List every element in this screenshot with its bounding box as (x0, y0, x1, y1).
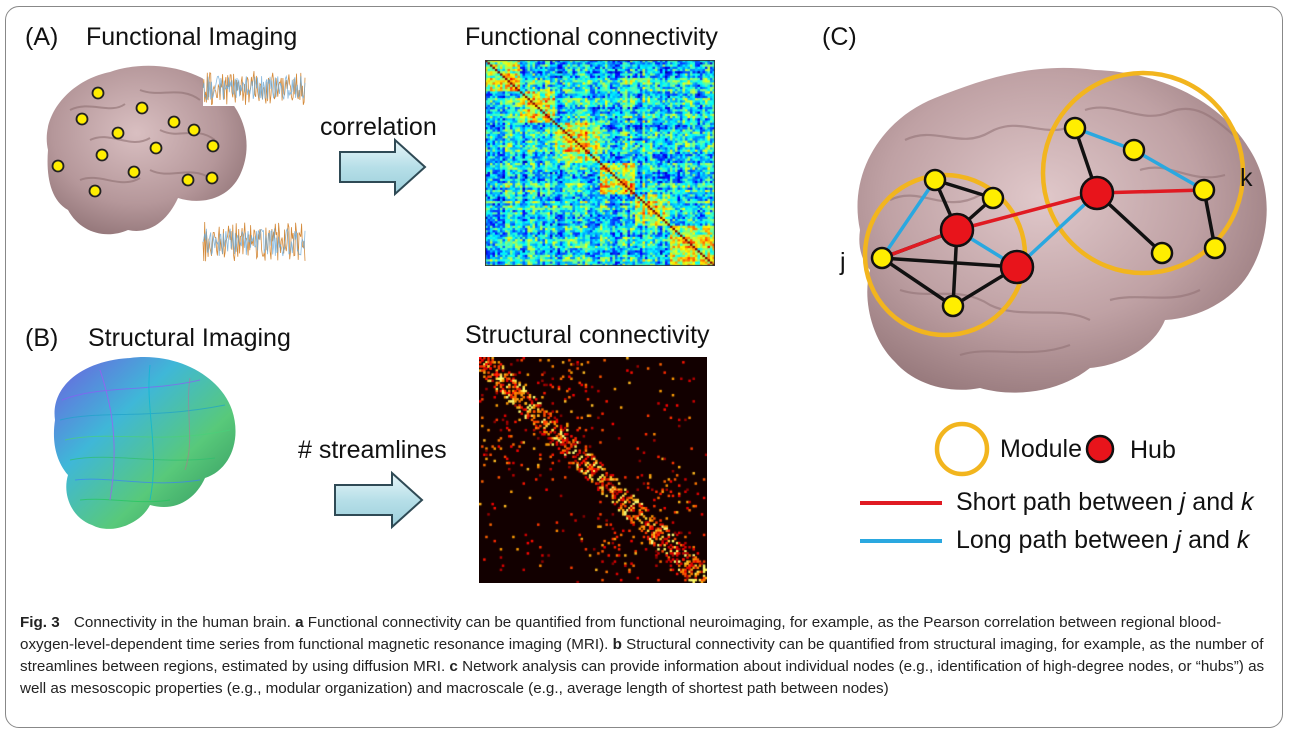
short-path-legend-label: Short path between j and k (956, 488, 1254, 516)
node (1122, 138, 1146, 162)
node (981, 186, 1005, 210)
module-legend-icon (934, 421, 990, 477)
hub-node (939, 212, 975, 248)
node-k (1192, 178, 1216, 202)
node (923, 168, 947, 192)
caption-b-label: b (612, 636, 622, 653)
panel-b-title: Structural Imaging (88, 324, 291, 352)
streamlines-label: # streamlines (298, 436, 447, 464)
structural-connectivity-matrix (479, 357, 707, 583)
figure-frame (5, 6, 1283, 728)
long-path-legend-label: Long path between j and k (956, 526, 1250, 554)
figure-number: Fig. 3 (20, 614, 60, 631)
hub-node (1079, 175, 1115, 211)
node (1150, 241, 1174, 265)
caption-title: Connectivity in the human brain. (73, 614, 291, 631)
streamlines-arrow (334, 470, 424, 530)
panel-b-letter: (B) (25, 324, 59, 352)
panel-c-letter: (C) (822, 23, 857, 51)
correlation-arrow (339, 137, 427, 197)
node (941, 294, 965, 318)
caption-c-label: c (449, 658, 458, 675)
panel-a-letter: (A) (25, 23, 59, 51)
bold-time-series-top (202, 70, 306, 106)
structural-connectivity-title: Structural connectivity (465, 321, 710, 349)
correlation-label: correlation (320, 113, 437, 141)
functional-connectivity-title: Functional connectivity (465, 23, 718, 51)
hub-node (999, 249, 1035, 285)
node-k-label: k (1240, 164, 1253, 192)
network-nodes (870, 116, 1227, 318)
panel-a-title: Functional Imaging (86, 23, 298, 51)
node (1063, 116, 1087, 140)
module-legend-label: Module (1000, 435, 1082, 463)
figure-illustration (46, 65, 1267, 543)
node (1203, 236, 1227, 260)
module-ring-k (1040, 70, 1246, 276)
tractography-brain-image (53, 357, 236, 529)
figure-caption: Fig. 3 Connectivity in the human brain. … (20, 612, 1270, 700)
caption-a-label: a (295, 614, 304, 631)
hub-legend-icon (1085, 434, 1115, 464)
node-j-label: j (840, 248, 846, 276)
node-j (870, 246, 894, 270)
region-dot (51, 86, 220, 198)
hub-legend-label: Hub (1130, 436, 1176, 464)
bold-time-series-bottom (202, 221, 306, 262)
caption-a-text: Functional connectivity can be quantifie… (20, 614, 1222, 653)
caption-c-text: Network analysis can provide information… (20, 658, 1265, 697)
legend (860, 421, 1115, 543)
functional-connectivity-matrix (485, 60, 715, 266)
functional-brain-image (46, 65, 247, 235)
caption-b-text: Structural connectivity can be quantifie… (20, 636, 1264, 675)
